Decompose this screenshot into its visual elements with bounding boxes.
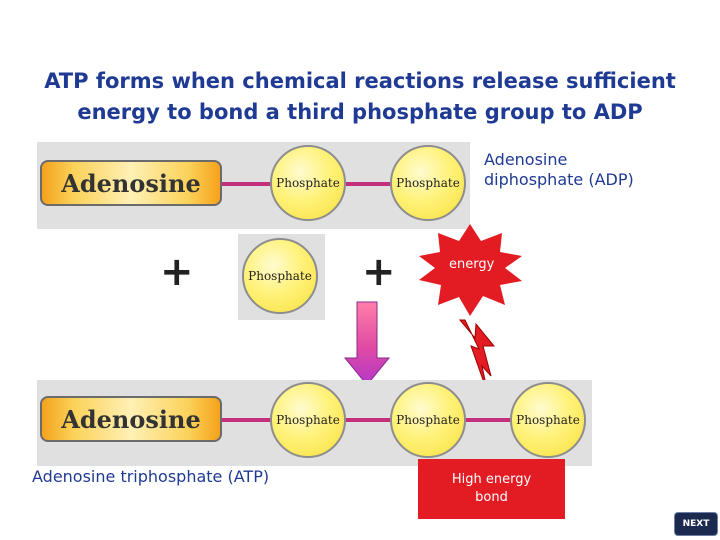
atp-bond-1	[222, 418, 272, 422]
high-energy-bond-box: High energy bond	[418, 459, 565, 519]
page-title: ATP forms when chemical reactions releas…	[0, 66, 720, 128]
free-phosphate: Phosphate	[242, 238, 318, 314]
energy-burst-icon	[419, 224, 522, 316]
adp-caption-line-1: Adenosine	[484, 150, 568, 169]
adp-phosphate-1: Phosphate	[270, 145, 346, 221]
adp-bond-2	[346, 182, 392, 186]
high-energy-bond-line-1: High energy	[451, 472, 532, 487]
atp-phosphate-3: Phosphate	[510, 382, 586, 458]
adp-phosphate-2: Phosphate	[390, 145, 466, 221]
atp-caption: Adenosine triphosphate (ATP)	[32, 467, 270, 486]
atp-adenosine: Adenosine	[40, 396, 222, 442]
adp-caption: Adenosine diphosphate (ADP)	[484, 150, 634, 190]
high-energy-bond-line-2: bond	[475, 490, 508, 505]
atp-phosphate-2: Phosphate	[390, 382, 466, 458]
atp-bond-3	[464, 418, 512, 422]
adp-adenosine: Adenosine	[40, 160, 222, 206]
down-arrow-icon	[343, 301, 391, 386]
adp-caption-line-2: diphosphate (ADP)	[484, 170, 634, 189]
atp-phosphate-1: Phosphate	[270, 382, 346, 458]
plus-sign-2: +	[362, 249, 396, 295]
next-button[interactable]: NEXT	[674, 512, 718, 536]
lightning-bolt-icon	[458, 319, 496, 395]
title-line-2: energy to bond a third phosphate group t…	[77, 100, 643, 124]
plus-sign-1: +	[160, 249, 194, 295]
atp-bond-2	[344, 418, 392, 422]
adp-bond-1	[222, 182, 272, 186]
title-line-1: ATP forms when chemical reactions releas…	[44, 69, 676, 93]
energy-label: energy	[449, 257, 495, 272]
